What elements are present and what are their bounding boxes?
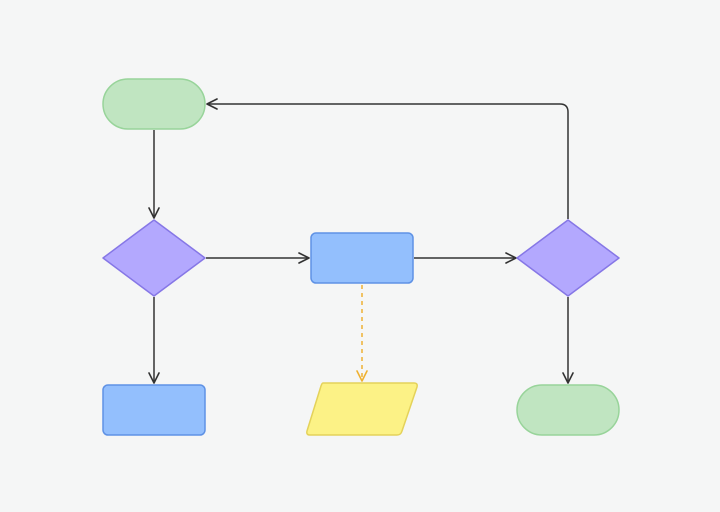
- node-start-terminal[interactable]: [102, 78, 206, 130]
- node-data-output[interactable]: [306, 382, 418, 436]
- node-process-center[interactable]: [310, 232, 414, 284]
- edges: [148, 98, 574, 384]
- node-decision-1[interactable]: [102, 219, 206, 297]
- nodes: [102, 78, 620, 436]
- node-end-terminal[interactable]: [516, 384, 620, 436]
- node-decision-2[interactable]: [516, 219, 620, 297]
- node-process-bottom-left[interactable]: [102, 384, 206, 436]
- edge-decision-2-to-start: [206, 98, 569, 219]
